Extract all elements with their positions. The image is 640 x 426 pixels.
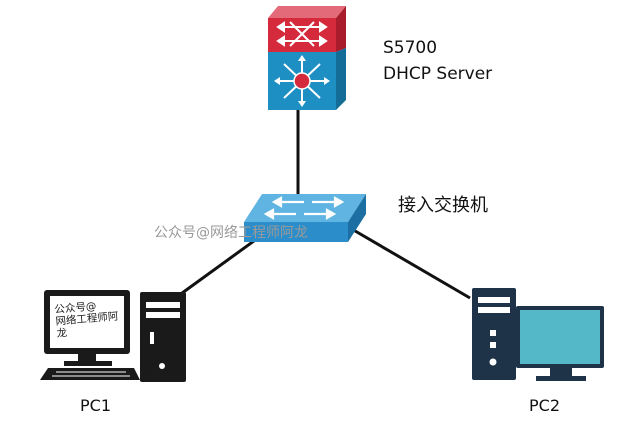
links xyxy=(177,110,471,300)
link-access-to-pc1 xyxy=(177,236,259,298)
pc1-label: PC1 xyxy=(80,396,111,415)
access-switch-icon xyxy=(244,194,366,242)
core-switch-icon xyxy=(268,6,346,110)
core-switch-role-label: DHCP Server xyxy=(383,64,493,84)
pc2-label: PC2 xyxy=(529,396,560,415)
access-switch-label: 接入交换机 xyxy=(398,195,488,216)
pc1-screen-text: 公众号@ 网络工程师阿龙 xyxy=(54,298,129,340)
desktop-pc-icon xyxy=(472,288,604,381)
watermark: 公众号@网络工程师阿龙 xyxy=(154,225,308,241)
desktop-pc-icon xyxy=(40,290,186,382)
link-access-to-pc2 xyxy=(349,226,471,300)
core-switch-model-label: S5700 xyxy=(383,38,438,58)
